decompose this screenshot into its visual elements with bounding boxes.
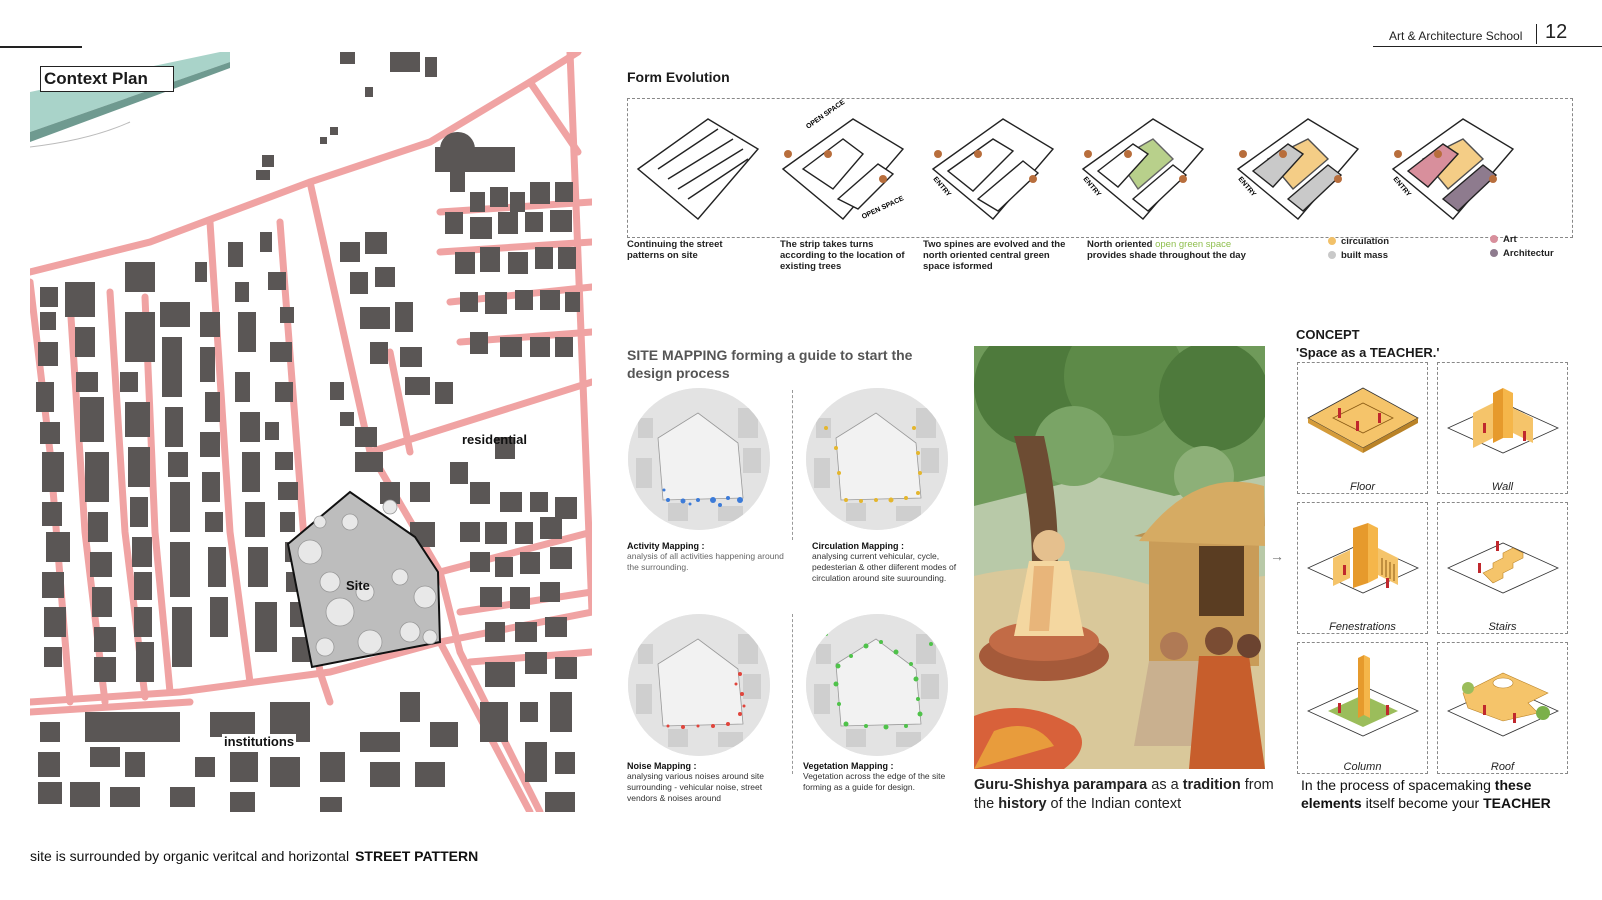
tradition-caption-p5: history <box>998 796 1047 812</box>
concept-tile-floor: Floor <box>1297 362 1428 494</box>
roof-label: Roof <box>1490 761 1515 773</box>
concept-caption-p3: itself become your <box>1361 795 1484 811</box>
activity-mapping-circle <box>628 388 770 530</box>
tradition-caption-p2: as a <box>1147 777 1183 793</box>
fenestrations-diagram <box>1307 523 1419 594</box>
step4-caption-b: provides shade throughout the day <box>1087 250 1246 261</box>
step2-caption: The strip takes turns according to the l… <box>780 239 905 272</box>
concept-tile-roof: Roof <box>1437 642 1568 774</box>
architecture-dot <box>1490 249 1498 258</box>
circulation-dot <box>1328 237 1336 246</box>
header-rule-left <box>0 46 82 48</box>
legend-circulation-label: circulation <box>1341 236 1390 247</box>
circulation-mapping-title: Circulation Mapping : <box>812 541 904 551</box>
concept-caption-p1: In the process of spacemaking <box>1301 777 1495 793</box>
context-plan-caption: site is surrounded by organic veritcal a… <box>30 848 478 864</box>
site-mapping-title: SITE MAPPING forming a guide to start th… <box>627 347 913 381</box>
page-number: 12 <box>1545 21 1568 43</box>
school-name: Art & Architecture School <box>1389 29 1523 43</box>
activity-mapping-desc: analysis of all activities happening aro… <box>627 551 784 572</box>
concept-subtitle: 'Space as a TEACHER.' <box>1296 345 1440 360</box>
step1-site <box>636 118 760 220</box>
legend-architecture-label: Architectur <box>1503 248 1554 259</box>
circulation-map-diagram <box>806 388 948 530</box>
concept-tile-stairs: Stairs <box>1437 502 1568 634</box>
concept-caption: In the process of spacemaking these elem… <box>1301 776 1591 812</box>
concept-tile-column: Column <box>1297 642 1428 774</box>
column-label: Column <box>1343 761 1382 773</box>
legend-circulation: circulation <box>1328 236 1389 247</box>
step4-caption: North oriented open green space provides… <box>1087 239 1247 261</box>
column-diagram <box>1307 655 1419 737</box>
institutions-label: institutions <box>222 734 297 749</box>
concept-caption-p2: these elements <box>1301 777 1532 811</box>
step3-caption: Two spines are evolved and the north ori… <box>923 239 1066 272</box>
activity-mapping-title: Activity Mapping : <box>627 541 705 551</box>
wall-label: Wall <box>1491 481 1514 493</box>
caption-strong: STREET PATTERN <box>355 848 479 864</box>
concept-tile-fenestrations: Fenestrations <box>1297 502 1428 634</box>
tradition-caption-p4: from the <box>974 777 1274 812</box>
fenestrations-label: Fenestrations <box>1329 621 1396 633</box>
concept-heading: CONCEPT <box>1296 327 1360 342</box>
concept-title: CONCEPT 'Space as a TEACHER.' <box>1296 326 1439 362</box>
header-rule-right <box>1373 46 1602 47</box>
caption-text: site is surrounded by organic veritcal a… <box>30 848 350 864</box>
header-separator <box>1536 24 1537 44</box>
divider-top <box>792 390 793 540</box>
context-plan-title: Context Plan <box>40 66 174 92</box>
tradition-caption: Guru-Shishya parampara as a tradition fr… <box>974 776 1274 814</box>
noise-mapping-caption: Noise Mapping : analysing various noises… <box>627 761 787 804</box>
form-evolution-panel: OPEN SPACE OPEN SPACE ENTRY ENTRY ENTRY … <box>627 98 1573 238</box>
arrow-icon: → <box>1270 548 1284 564</box>
vegetation-map-diagram <box>806 614 948 756</box>
vegetation-mapping-title: Vegetation Mapping : <box>803 761 894 771</box>
noise-mapping-title: Noise Mapping : <box>627 761 697 771</box>
legend-art: Art <box>1490 234 1517 245</box>
floor-label: Floor <box>1349 481 1376 493</box>
form-evolution-diagrams: OPEN SPACE OPEN SPACE ENTRY ENTRY ENTRY … <box>636 99 1515 221</box>
art-dot <box>1490 235 1498 244</box>
noise-map-diagram <box>628 614 770 756</box>
guru-shishya-illustration <box>974 346 1265 769</box>
built-mass-dot <box>1328 251 1336 260</box>
tradition-caption-p3: tradition <box>1182 777 1241 793</box>
vegetation-mapping-circle <box>806 614 948 756</box>
noise-mapping-desc: analysing various noises around site sur… <box>627 771 765 803</box>
concept-tile-wall: Wall <box>1437 362 1568 494</box>
activity-mapping-caption: Activity Mapping : analysis of all activ… <box>627 541 787 573</box>
step4-caption-a: North oriented <box>1087 239 1156 250</box>
step4-caption-highlight: open green space <box>1155 239 1232 250</box>
legend-art-label: Art <box>1503 234 1517 245</box>
legend-built-mass-label: built mass <box>1341 250 1388 261</box>
tradition-caption-p6: of the Indian context <box>1046 796 1182 812</box>
stairs-diagram <box>1447 541 1559 594</box>
circulation-mapping-desc: analysing current vehicular, cycle, pede… <box>812 551 957 583</box>
legend-built-mass: built mass <box>1328 250 1388 261</box>
residential-label: residential <box>462 432 528 447</box>
context-plan-drawing <box>30 52 592 812</box>
context-plan-map <box>30 52 592 812</box>
noise-mapping-circle <box>628 614 770 756</box>
vegetation-mapping-caption: Vegetation Mapping : Vegetation across t… <box>803 761 963 793</box>
step1-caption: Continuing the street patterns on site <box>627 239 723 261</box>
roof-diagram <box>1447 672 1559 737</box>
circulation-mapping-circle <box>806 388 948 530</box>
legend-architecture: Architectur <box>1490 248 1554 259</box>
site-label: Site <box>346 578 370 593</box>
concept-caption-p4: TEACHER <box>1483 795 1551 811</box>
floor-diagram <box>1307 387 1419 453</box>
divider-bottom <box>792 614 793 774</box>
form-evolution-title: Form Evolution <box>627 69 730 85</box>
tradition-caption-p1: Guru-Shishya parampara <box>974 777 1148 793</box>
stairs-label: Stairs <box>1488 621 1517 633</box>
circulation-mapping-caption: Circulation Mapping : analysing current … <box>812 541 972 584</box>
activity-map-diagram <box>628 388 770 530</box>
guru-shishya-painting <box>974 346 1265 769</box>
open-space-text: OPEN SPACE <box>805 99 846 131</box>
vegetation-mapping-desc: Vegetation across the edge of the site f… <box>803 771 946 792</box>
wall-diagram <box>1447 388 1559 454</box>
